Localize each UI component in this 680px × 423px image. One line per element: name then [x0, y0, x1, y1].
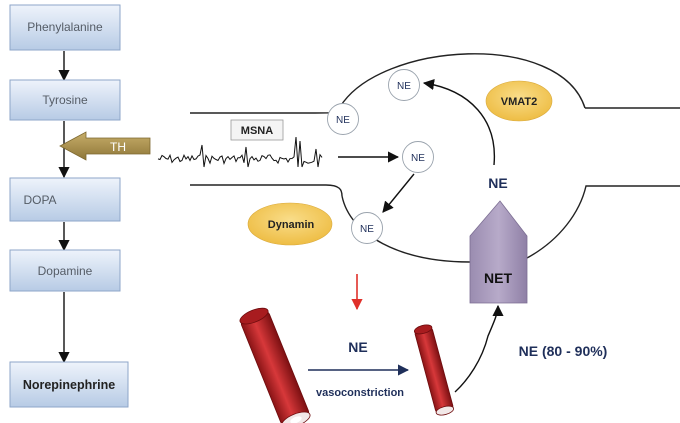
step-norepinephrine-label: Norepinephrine	[23, 378, 115, 392]
axon-top-edge	[190, 106, 341, 114]
blood-vessel-relaxed	[239, 307, 311, 423]
step-dopamine-label: Dopamine	[38, 264, 93, 278]
ne-vesicle-4: NE	[351, 212, 383, 244]
step-dopamine: Dopamine	[9, 249, 121, 292]
released-ne-label: NE	[348, 339, 367, 355]
dynamin-protein: Dynamin	[247, 202, 333, 246]
ne-vesicle-1: NE	[388, 69, 420, 101]
neuron-terminal: MSNA NE NE NE NE VMAT2	[157, 53, 680, 304]
ne-vesicle-3: NE	[402, 141, 434, 173]
ne-vesicle-2-label: NE	[336, 115, 350, 126]
msna-signal: MSNA	[157, 119, 323, 168]
terminal-bottom-left-curve	[341, 195, 471, 263]
dynamin-label: Dynamin	[268, 219, 315, 231]
reuptake-percent-label: NE (80 - 90%)	[519, 343, 608, 359]
vesicle-to-membrane-arrow	[382, 173, 415, 213]
ne-to-vesicle-curved-arrow	[422, 78, 496, 166]
ne-vesicle-4-label: NE	[360, 224, 374, 235]
net-label: NET	[484, 270, 512, 286]
axon-bottom-edge	[190, 184, 343, 197]
step-dopa-label: DOPA	[23, 193, 56, 207]
step-dopa: DOPA	[9, 177, 121, 222]
step-norepinephrine: Norepinephrine	[9, 361, 129, 408]
vmat2-label: VMAT2	[501, 96, 537, 108]
step-tyrosine: Tyrosine	[9, 79, 121, 121]
vmat2-transporter: VMAT2	[485, 80, 553, 122]
biosynthesis-pathway: Phenylalanine Tyrosine DOPA Dopamine Nor…	[9, 4, 151, 408]
terminal-top-curve	[339, 53, 586, 109]
reuptake-curved-arrow	[454, 304, 504, 393]
terminal-bottom-right-edge	[526, 185, 680, 259]
step-phenylalanine-label: Phenylalanine	[27, 20, 103, 34]
reuptake-ne-label: NE	[488, 175, 507, 191]
blood-vessel-constricted	[413, 324, 455, 416]
vasoconstriction-label: vasoconstriction	[316, 387, 404, 399]
step-phenylalanine: Phenylalanine	[9, 4, 121, 51]
msna-trace	[157, 136, 323, 168]
ne-vesicle-1-label: NE	[397, 81, 411, 92]
ne-vesicle-2: NE	[327, 103, 359, 135]
msna-label: MSNA	[241, 125, 273, 137]
th-label: TH	[110, 140, 126, 154]
step-tyrosine-label: Tyrosine	[42, 93, 88, 107]
th-enzyme-arrow: TH	[59, 131, 151, 161]
ne-vesicle-3-label: NE	[411, 153, 425, 164]
synaptic-cleft: NE vasoconstriction NE (80 - 90%)	[239, 274, 608, 423]
net-transporter: NET	[469, 200, 528, 304]
